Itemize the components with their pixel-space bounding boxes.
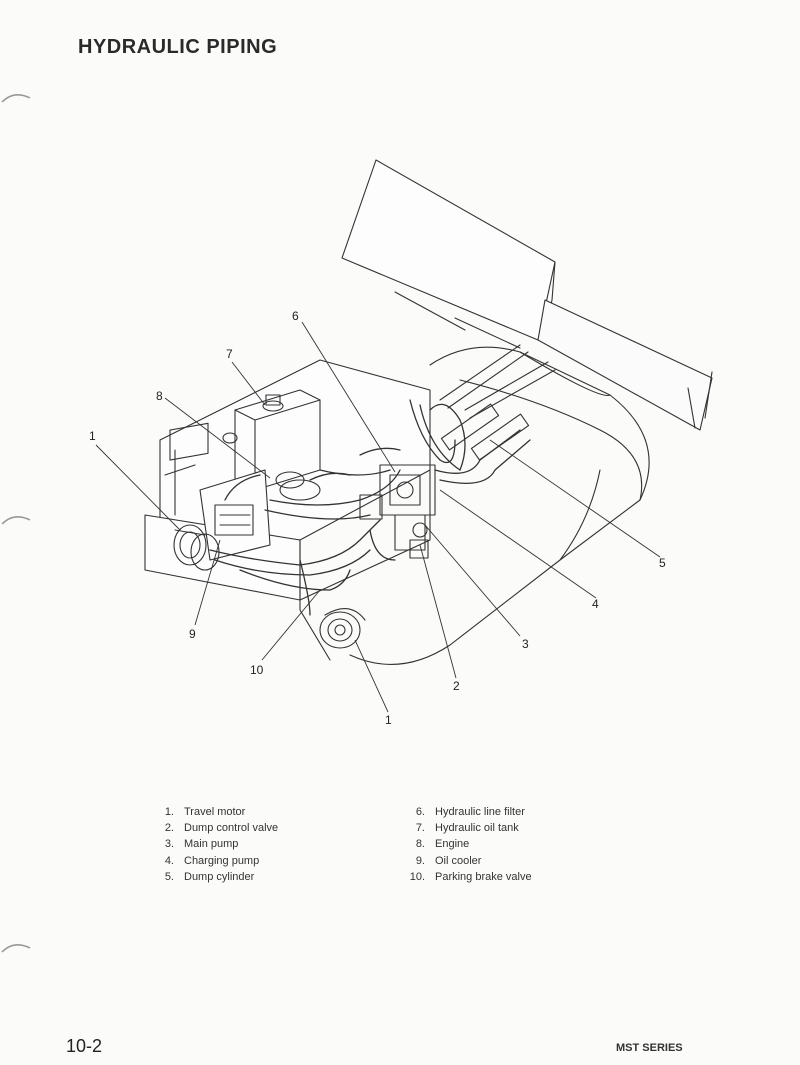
legend-item: 7.Hydraulic oil tank <box>415 822 519 835</box>
binder-hole-mark <box>1 516 31 525</box>
dump-body <box>341 159 713 431</box>
hydraulic-hoses <box>209 399 531 616</box>
callout-5: 5 <box>659 556 666 570</box>
hydraulic-piping-diagram: 1 2 3 4 5 6 7 8 9 10 1 <box>89 159 713 727</box>
callout-2: 2 <box>453 679 460 693</box>
legend-right: 6.Hydraulic line filter 7.Hydraulic oil … <box>380 804 532 885</box>
crawler-track <box>349 346 650 665</box>
travel-motor-left <box>173 524 220 571</box>
legend-item: 4.Charging pump <box>164 854 260 867</box>
callout-1: 1 <box>89 429 96 443</box>
page-title: HYDRAULIC PIPING <box>78 36 278 58</box>
callout-7: 7 <box>226 347 233 361</box>
callout-8: 8 <box>156 389 163 403</box>
legend-item: 2.Dump control valve <box>164 822 279 835</box>
legend-left: 1.Travel motor 2.Dump control valve 3.Ma… <box>150 804 278 885</box>
legend-item: 8.Engine <box>415 838 470 851</box>
leader-lines <box>95 321 661 713</box>
callout-1-right: 1 <box>385 713 392 727</box>
page-number: 10-2 <box>66 1036 103 1056</box>
legend-item: 9.Oil cooler <box>415 854 482 867</box>
callout-9: 9 <box>189 627 196 641</box>
series-label: MST SERIES <box>616 1042 683 1054</box>
legend-item: 1.Travel motor <box>164 806 246 818</box>
travel-motor-right <box>319 608 366 649</box>
callout-4: 4 <box>592 597 599 611</box>
callout-10: 10 <box>250 663 264 677</box>
binder-hole-mark <box>1 94 31 103</box>
callouts: 1 2 3 4 5 6 7 8 9 10 1 <box>89 309 666 727</box>
engine <box>199 469 321 561</box>
legend-item: 5.Dump cylinder <box>164 870 255 883</box>
callout-6: 6 <box>292 309 299 323</box>
legend-item: 3.Main pump <box>164 838 239 851</box>
legend-item: 6.Hydraulic line filter <box>415 806 525 818</box>
binder-hole-mark <box>1 944 31 953</box>
callout-3: 3 <box>522 637 529 651</box>
legend-item: 10.Parking brake valve <box>409 870 532 883</box>
